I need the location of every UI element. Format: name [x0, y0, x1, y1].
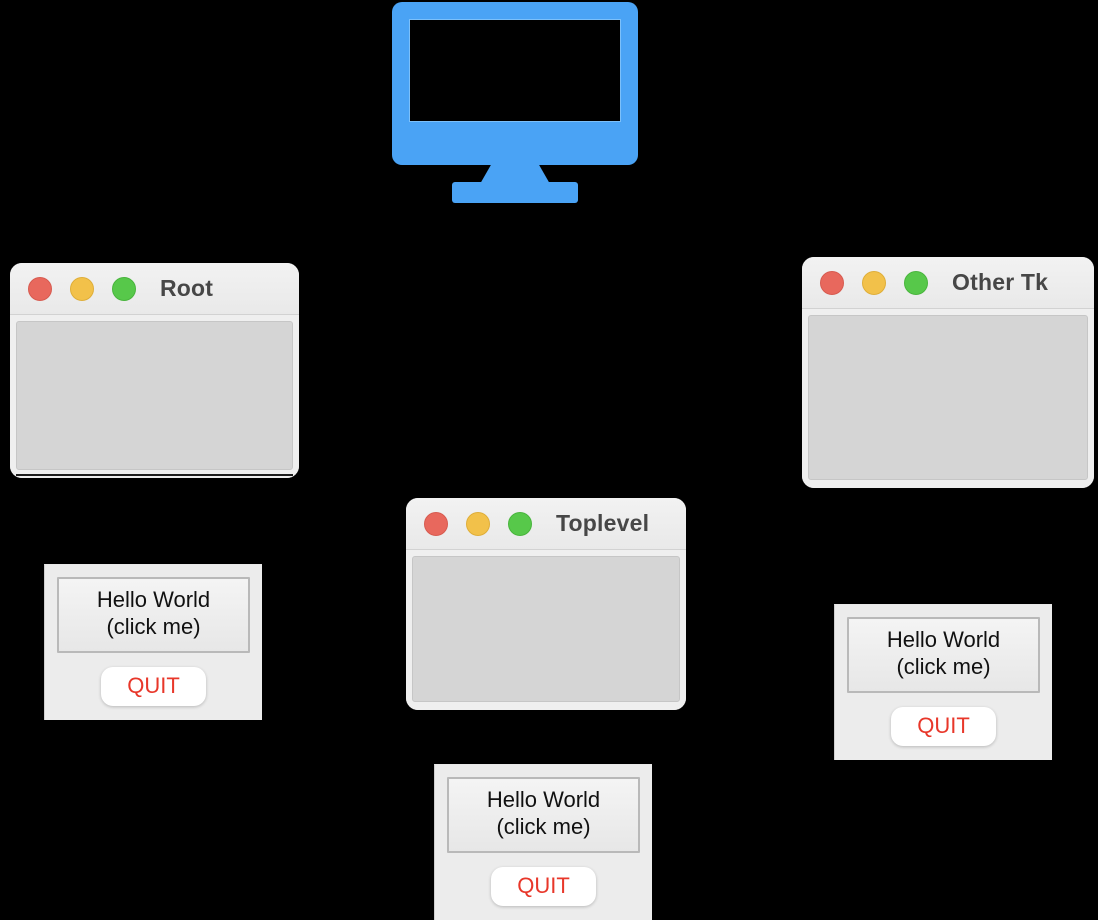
widget-panel-toplevel: Hello World (click me) QUIT	[434, 764, 652, 920]
zoom-icon[interactable]	[904, 270, 928, 295]
monitor-neck	[480, 162, 550, 184]
hello-world-button[interactable]: Hello World (click me)	[847, 617, 1040, 693]
widget-panel-other-tk: Hello World (click me) QUIT	[834, 604, 1052, 760]
close-icon[interactable]	[820, 270, 844, 295]
monitor-base	[452, 182, 578, 203]
close-icon[interactable]	[28, 276, 52, 301]
quit-button-row: QUIT	[447, 866, 640, 906]
quit-button[interactable]: QUIT	[491, 866, 596, 906]
quit-button[interactable]: QUIT	[891, 706, 996, 746]
minimize-icon[interactable]	[466, 511, 490, 536]
titlebar-root[interactable]: Root	[10, 263, 299, 315]
window-body-toplevel	[406, 550, 686, 710]
quit-button[interactable]: QUIT	[101, 666, 206, 706]
close-icon[interactable]	[424, 511, 448, 536]
hello-world-line-2: (click me)	[106, 613, 201, 639]
window-canvas-root	[16, 321, 293, 470]
hello-world-line-1: Hello World	[96, 587, 211, 612]
minimize-icon[interactable]	[70, 276, 94, 301]
monitor-screen	[409, 19, 621, 122]
zoom-icon[interactable]	[508, 511, 532, 536]
window-toplevel[interactable]: Toplevel	[406, 498, 686, 710]
hello-world-line-2: (click me)	[496, 813, 591, 839]
titlebar-other-tk[interactable]: Other Tk	[802, 257, 1094, 309]
titlebar-toplevel[interactable]: Toplevel	[406, 498, 686, 550]
zoom-icon[interactable]	[112, 276, 136, 301]
window-canvas-toplevel	[412, 556, 680, 702]
window-root[interactable]: Root	[10, 263, 299, 478]
hello-world-button[interactable]: Hello World (click me)	[57, 577, 250, 653]
monitor-bezel	[392, 2, 638, 165]
window-canvas-other-tk	[808, 315, 1088, 480]
window-body-root	[10, 315, 299, 478]
widget-panel-root: Hello World (click me) QUIT	[44, 564, 262, 720]
window-other-tk[interactable]: Other Tk	[802, 257, 1094, 488]
window-body-other-tk	[802, 309, 1094, 488]
window-title-other-tk: Other Tk	[952, 269, 1049, 295]
hello-world-button[interactable]: Hello World (click me)	[447, 777, 640, 853]
quit-button-row: QUIT	[847, 706, 1040, 746]
hello-world-line-2: (click me)	[896, 653, 991, 679]
minimize-icon[interactable]	[862, 270, 886, 295]
computer-monitor-icon	[392, 2, 638, 203]
window-title-toplevel: Toplevel	[556, 510, 650, 536]
hello-world-line-1: Hello World	[886, 627, 1001, 652]
window-title-root: Root	[160, 275, 214, 301]
hello-world-line-1: Hello World	[486, 787, 601, 812]
window-bottom-edge-root	[16, 474, 293, 476]
quit-button-row: QUIT	[57, 666, 250, 706]
